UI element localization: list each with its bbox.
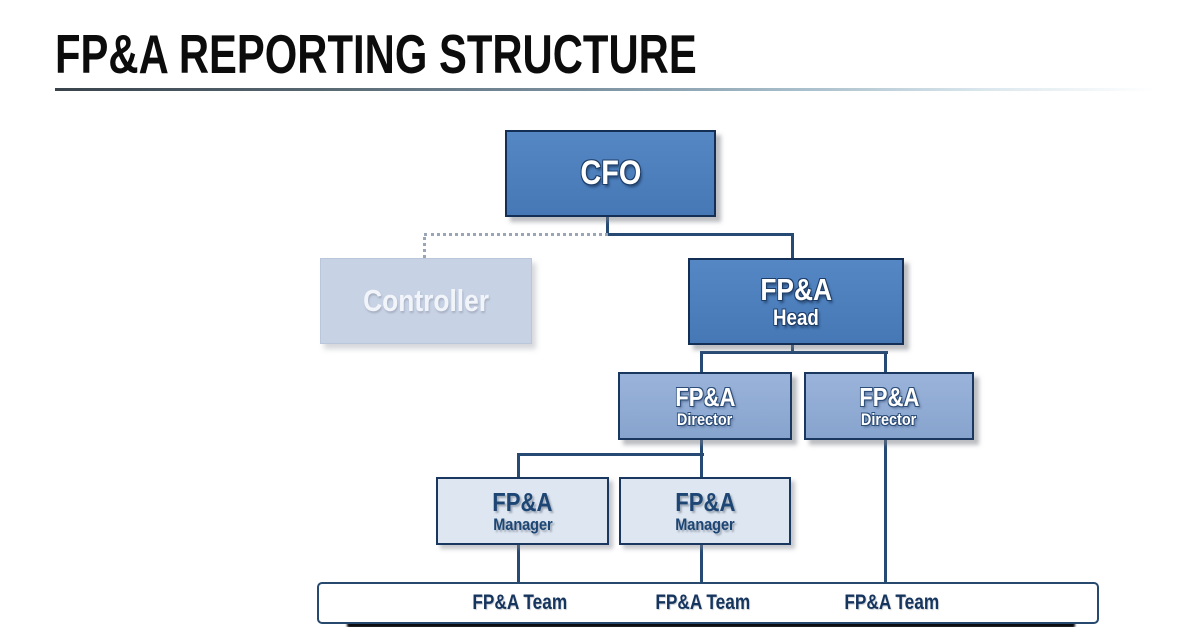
node-fpa-director-2-line2: Director: [861, 410, 917, 430]
team-label-1-text: FP&A Team: [472, 591, 568, 614]
connector-manager2-to-team: [700, 540, 703, 584]
connector-cfo-to-head-horizontal: [606, 233, 794, 236]
connector-director1-top-stub: [700, 352, 703, 374]
node-fpa-director-1: FP&A Director: [618, 372, 792, 440]
node-cfo: CFO: [505, 130, 716, 217]
connector-head-bottom-stub: [791, 340, 794, 354]
node-fpa-head: FP&A Head: [688, 258, 904, 345]
node-fpa-manager-1-line2: Manager: [492, 515, 553, 535]
team-label-3-text: FP&A Team: [844, 591, 940, 614]
node-fpa-head-line1: FP&A: [760, 272, 832, 308]
dotted-connector-cfo-to-controller-horizontal: [424, 233, 608, 236]
node-fpa-director-2: FP&A Director: [804, 372, 974, 440]
connector-director2-to-team: [884, 435, 887, 584]
title-underline: [55, 88, 1155, 91]
node-fpa-manager-2-line1: FP&A: [674, 486, 736, 517]
connector-managers-horizontal: [517, 453, 704, 456]
connector-head-top-stub: [791, 234, 794, 260]
team-label-2-text: FP&A Team: [655, 591, 751, 614]
dotted-connector-controller-vertical: [423, 237, 426, 258]
page-title: FP&A REPORTING STRUCTURE: [55, 23, 697, 85]
connector-manager1-to-team: [517, 540, 520, 584]
connector-director2-top-stub: [884, 352, 887, 374]
node-controller-label: Controller: [363, 282, 489, 318]
node-fpa-manager-1: FP&A Manager: [436, 477, 609, 545]
connector-manager1-top-stub: [517, 453, 520, 479]
team-label-3: FP&A Team: [802, 591, 982, 615]
team-bar: FP&A Team FP&A Team FP&A Team: [317, 582, 1099, 624]
node-controller: Controller: [320, 258, 532, 344]
connector-directors-horizontal: [700, 351, 888, 354]
node-fpa-director-1-line1: FP&A: [674, 381, 736, 412]
node-fpa-manager-2: FP&A Manager: [619, 477, 791, 545]
node-fpa-head-line2: Head: [773, 304, 819, 330]
team-label-2: FP&A Team: [613, 591, 793, 615]
team-label-1: FP&A Team: [430, 591, 610, 615]
connector-cfo-stub: [606, 212, 609, 236]
connector-director1-to-manager2-vertical: [700, 435, 703, 479]
node-fpa-director-1-line2: Director: [677, 410, 733, 430]
node-fpa-manager-1-line1: FP&A: [492, 486, 553, 517]
node-fpa-manager-2-line2: Manager: [675, 515, 735, 535]
node-cfo-label: CFO: [579, 153, 642, 192]
node-fpa-director-2-line1: FP&A: [858, 381, 920, 412]
